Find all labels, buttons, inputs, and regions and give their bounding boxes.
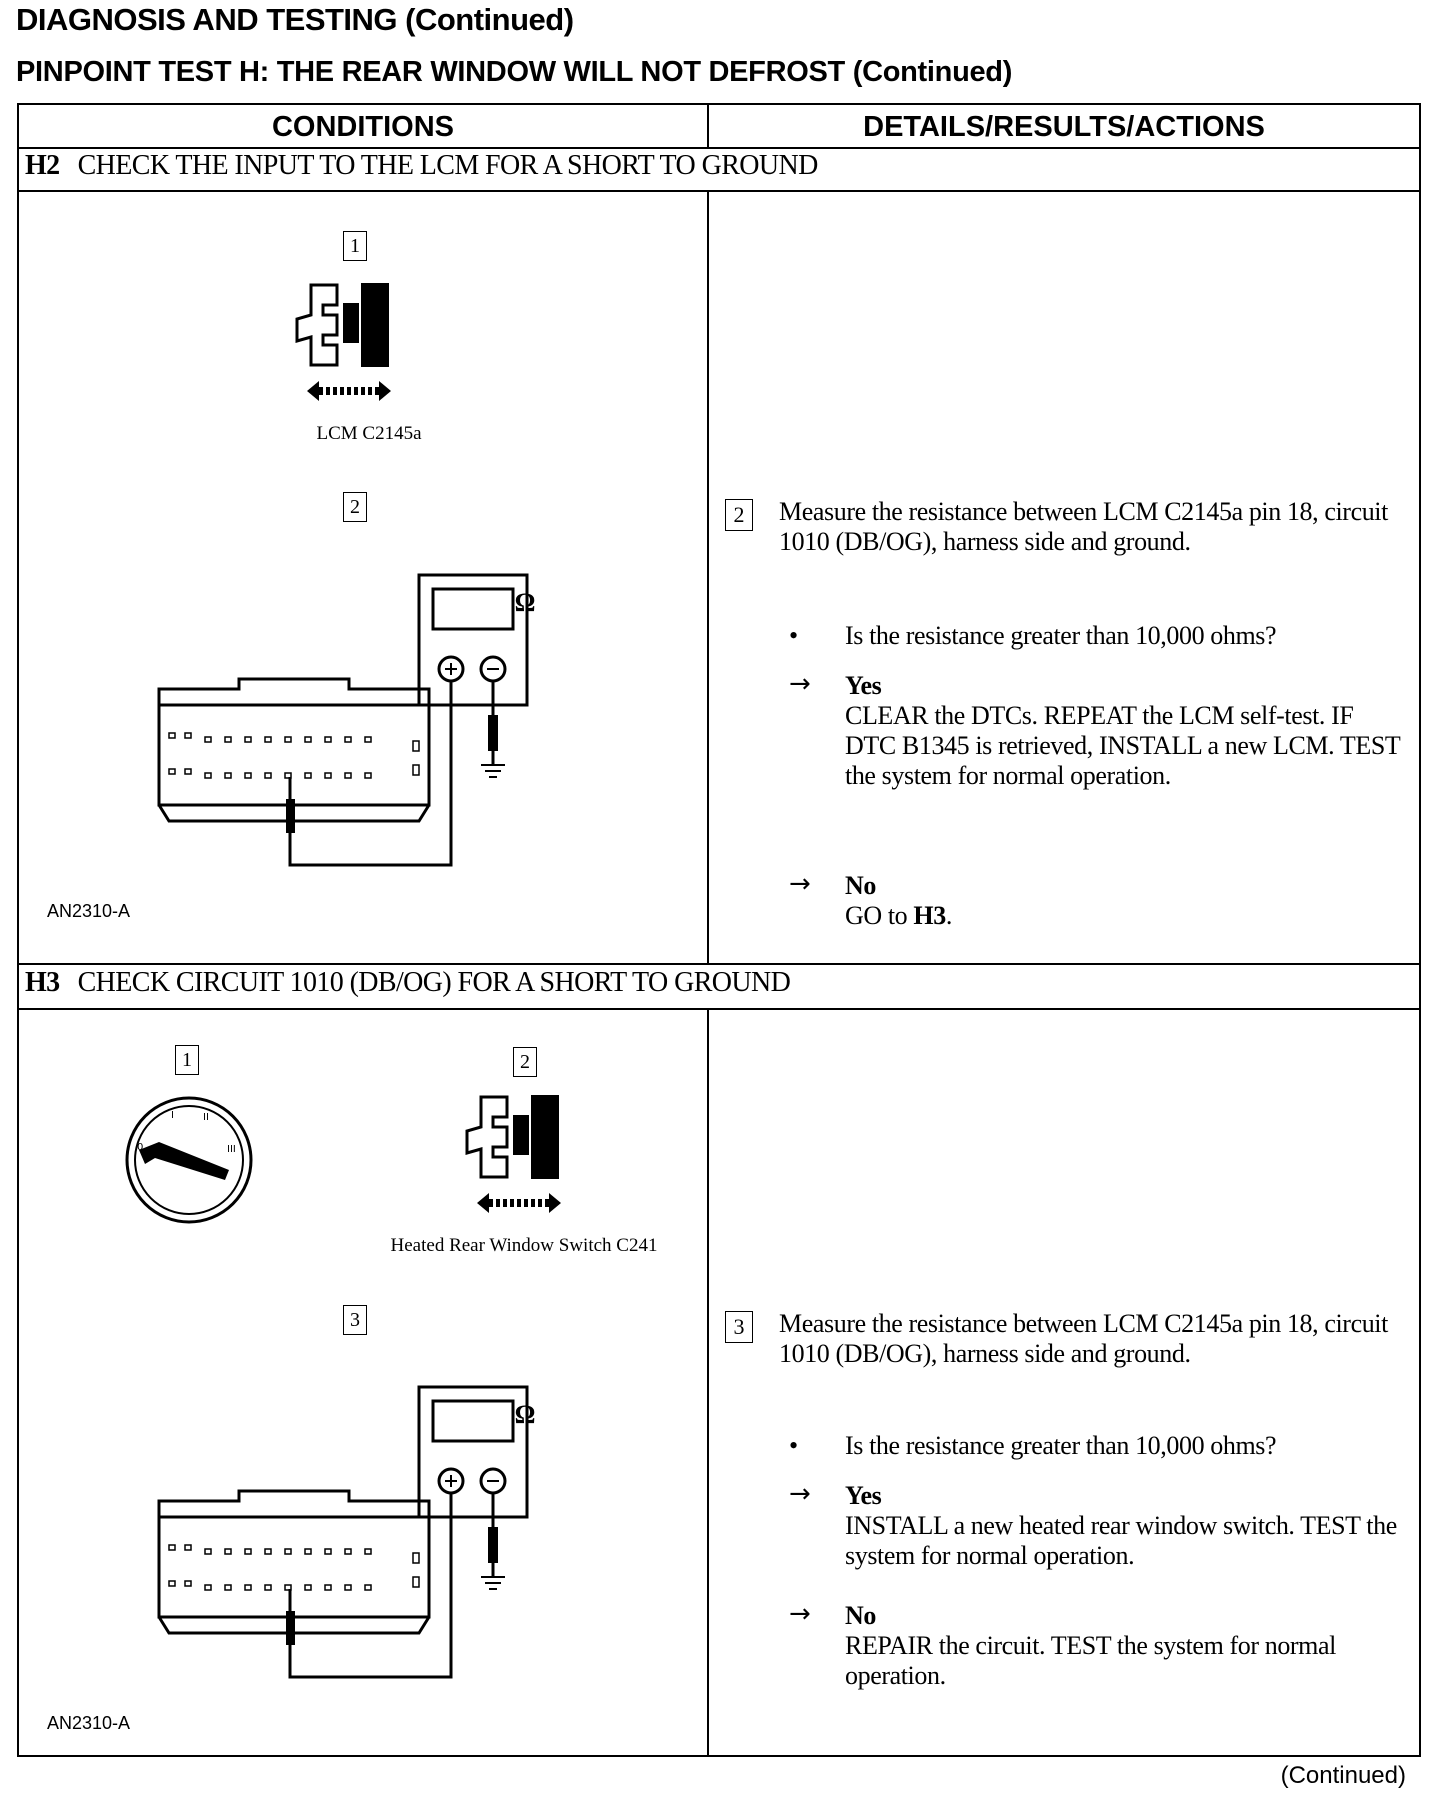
details-header: DETAILS/RESULTS/ACTIONS	[863, 111, 1265, 143]
yes-action-text: INSTALL a new heated rear window switch.…	[845, 1511, 1397, 1570]
figure-code: AN2310-A	[47, 901, 131, 921]
step-h3-title: CHECK CIRCUIT 1010 (DB/OG) FOR A SHORT T…	[77, 967, 791, 998]
row-divider	[19, 147, 1419, 149]
arrow-icon: →	[789, 1599, 811, 1629]
connector-disconnect-icon	[295, 283, 391, 401]
conditions-header: CONDITIONS	[271, 111, 455, 143]
step-h2-id: H2	[25, 150, 60, 181]
figure-label-switch-c241: Heated Rear Window Switch C241	[390, 1235, 658, 1256]
arrow-icon: →	[789, 669, 811, 699]
result-no: No REPAIR the circuit. TEST the system f…	[845, 1601, 1405, 1691]
no-label: No	[845, 871, 876, 900]
figure-callout-1: 1	[343, 231, 367, 261]
pinpoint-test-title: PINPOINT TEST H: THE REAR WINDOW WILL NO…	[16, 56, 1013, 88]
ohmmeter-test-diagram	[157, 573, 529, 867]
yes-label: Yes	[845, 671, 882, 700]
column-divider	[707, 105, 709, 1755]
ohmmeter-test-diagram	[157, 1385, 529, 1679]
svg-text:I: I	[171, 1110, 174, 1121]
step-h2-title: CHECK THE INPUT TO THE LCM FOR A SHORT T…	[77, 150, 819, 181]
yes-label: Yes	[845, 1481, 882, 1510]
ignition-switch-icon: 0 I II III	[125, 1096, 253, 1224]
figure-callout-1: 1	[175, 1045, 199, 1075]
no-action-text: REPAIR the circuit. TEST the system for …	[845, 1631, 1336, 1690]
ohm-symbol: Ω	[514, 1400, 536, 1429]
result-yes: Yes INSTALL a new heated rear window swi…	[845, 1481, 1405, 1571]
step-h3-id: H3	[25, 967, 60, 998]
step-h3-header: H3 CHECK CIRCUIT 1010 (DB/OG) FOR A SHORT…	[25, 967, 791, 999]
page-title: DIAGNOSIS AND TESTING (Continued)	[16, 2, 574, 37]
action-instruction: Measure the resistance between LCM C2145…	[779, 1309, 1388, 1368]
continued-footer: (Continued)	[1280, 1762, 1406, 1789]
question-text: Is the resistance greater than 10,000 oh…	[845, 621, 1277, 650]
action-instruction: Measure the resistance between LCM C2145…	[779, 497, 1388, 556]
result-no: No GO to H3.	[845, 871, 1405, 931]
no-action-prefix: GO to	[845, 901, 914, 930]
row-divider	[19, 190, 1419, 192]
svg-text:III: III	[227, 1144, 236, 1155]
figure-code: AN2310-A	[47, 1713, 131, 1733]
svg-text:0: 0	[137, 1142, 143, 1153]
figure-label-lcm-c2145a: LCM C2145a	[316, 423, 422, 444]
row-divider	[19, 1008, 1419, 1010]
figure-callout-2: 2	[513, 1047, 537, 1077]
connector-disconnect-icon	[465, 1095, 561, 1213]
no-label: No	[845, 1601, 876, 1630]
no-action-link-h3[interactable]: H3	[913, 901, 946, 930]
step-h2-header: H2 CHECK THE INPUT TO THE LCM FOR A SHORT…	[25, 150, 818, 182]
row-divider	[19, 963, 1419, 965]
svg-text:II: II	[203, 1112, 209, 1123]
question-text: Is the resistance greater than 10,000 oh…	[845, 1431, 1277, 1460]
result-yes: Yes CLEAR the DTCs. REPEAT the LCM self-…	[845, 671, 1405, 791]
ohm-symbol: Ω	[514, 588, 536, 617]
figure-callout-3: 3	[343, 1305, 367, 1335]
action-step-number: 3	[725, 1311, 753, 1343]
action-step-number: 2	[725, 499, 753, 531]
figure-callout-2: 2	[343, 492, 367, 522]
yes-action-text: CLEAR the DTCs. REPEAT the LCM self-test…	[845, 701, 1400, 790]
arrow-icon: →	[789, 869, 811, 899]
arrow-icon: →	[789, 1479, 811, 1509]
